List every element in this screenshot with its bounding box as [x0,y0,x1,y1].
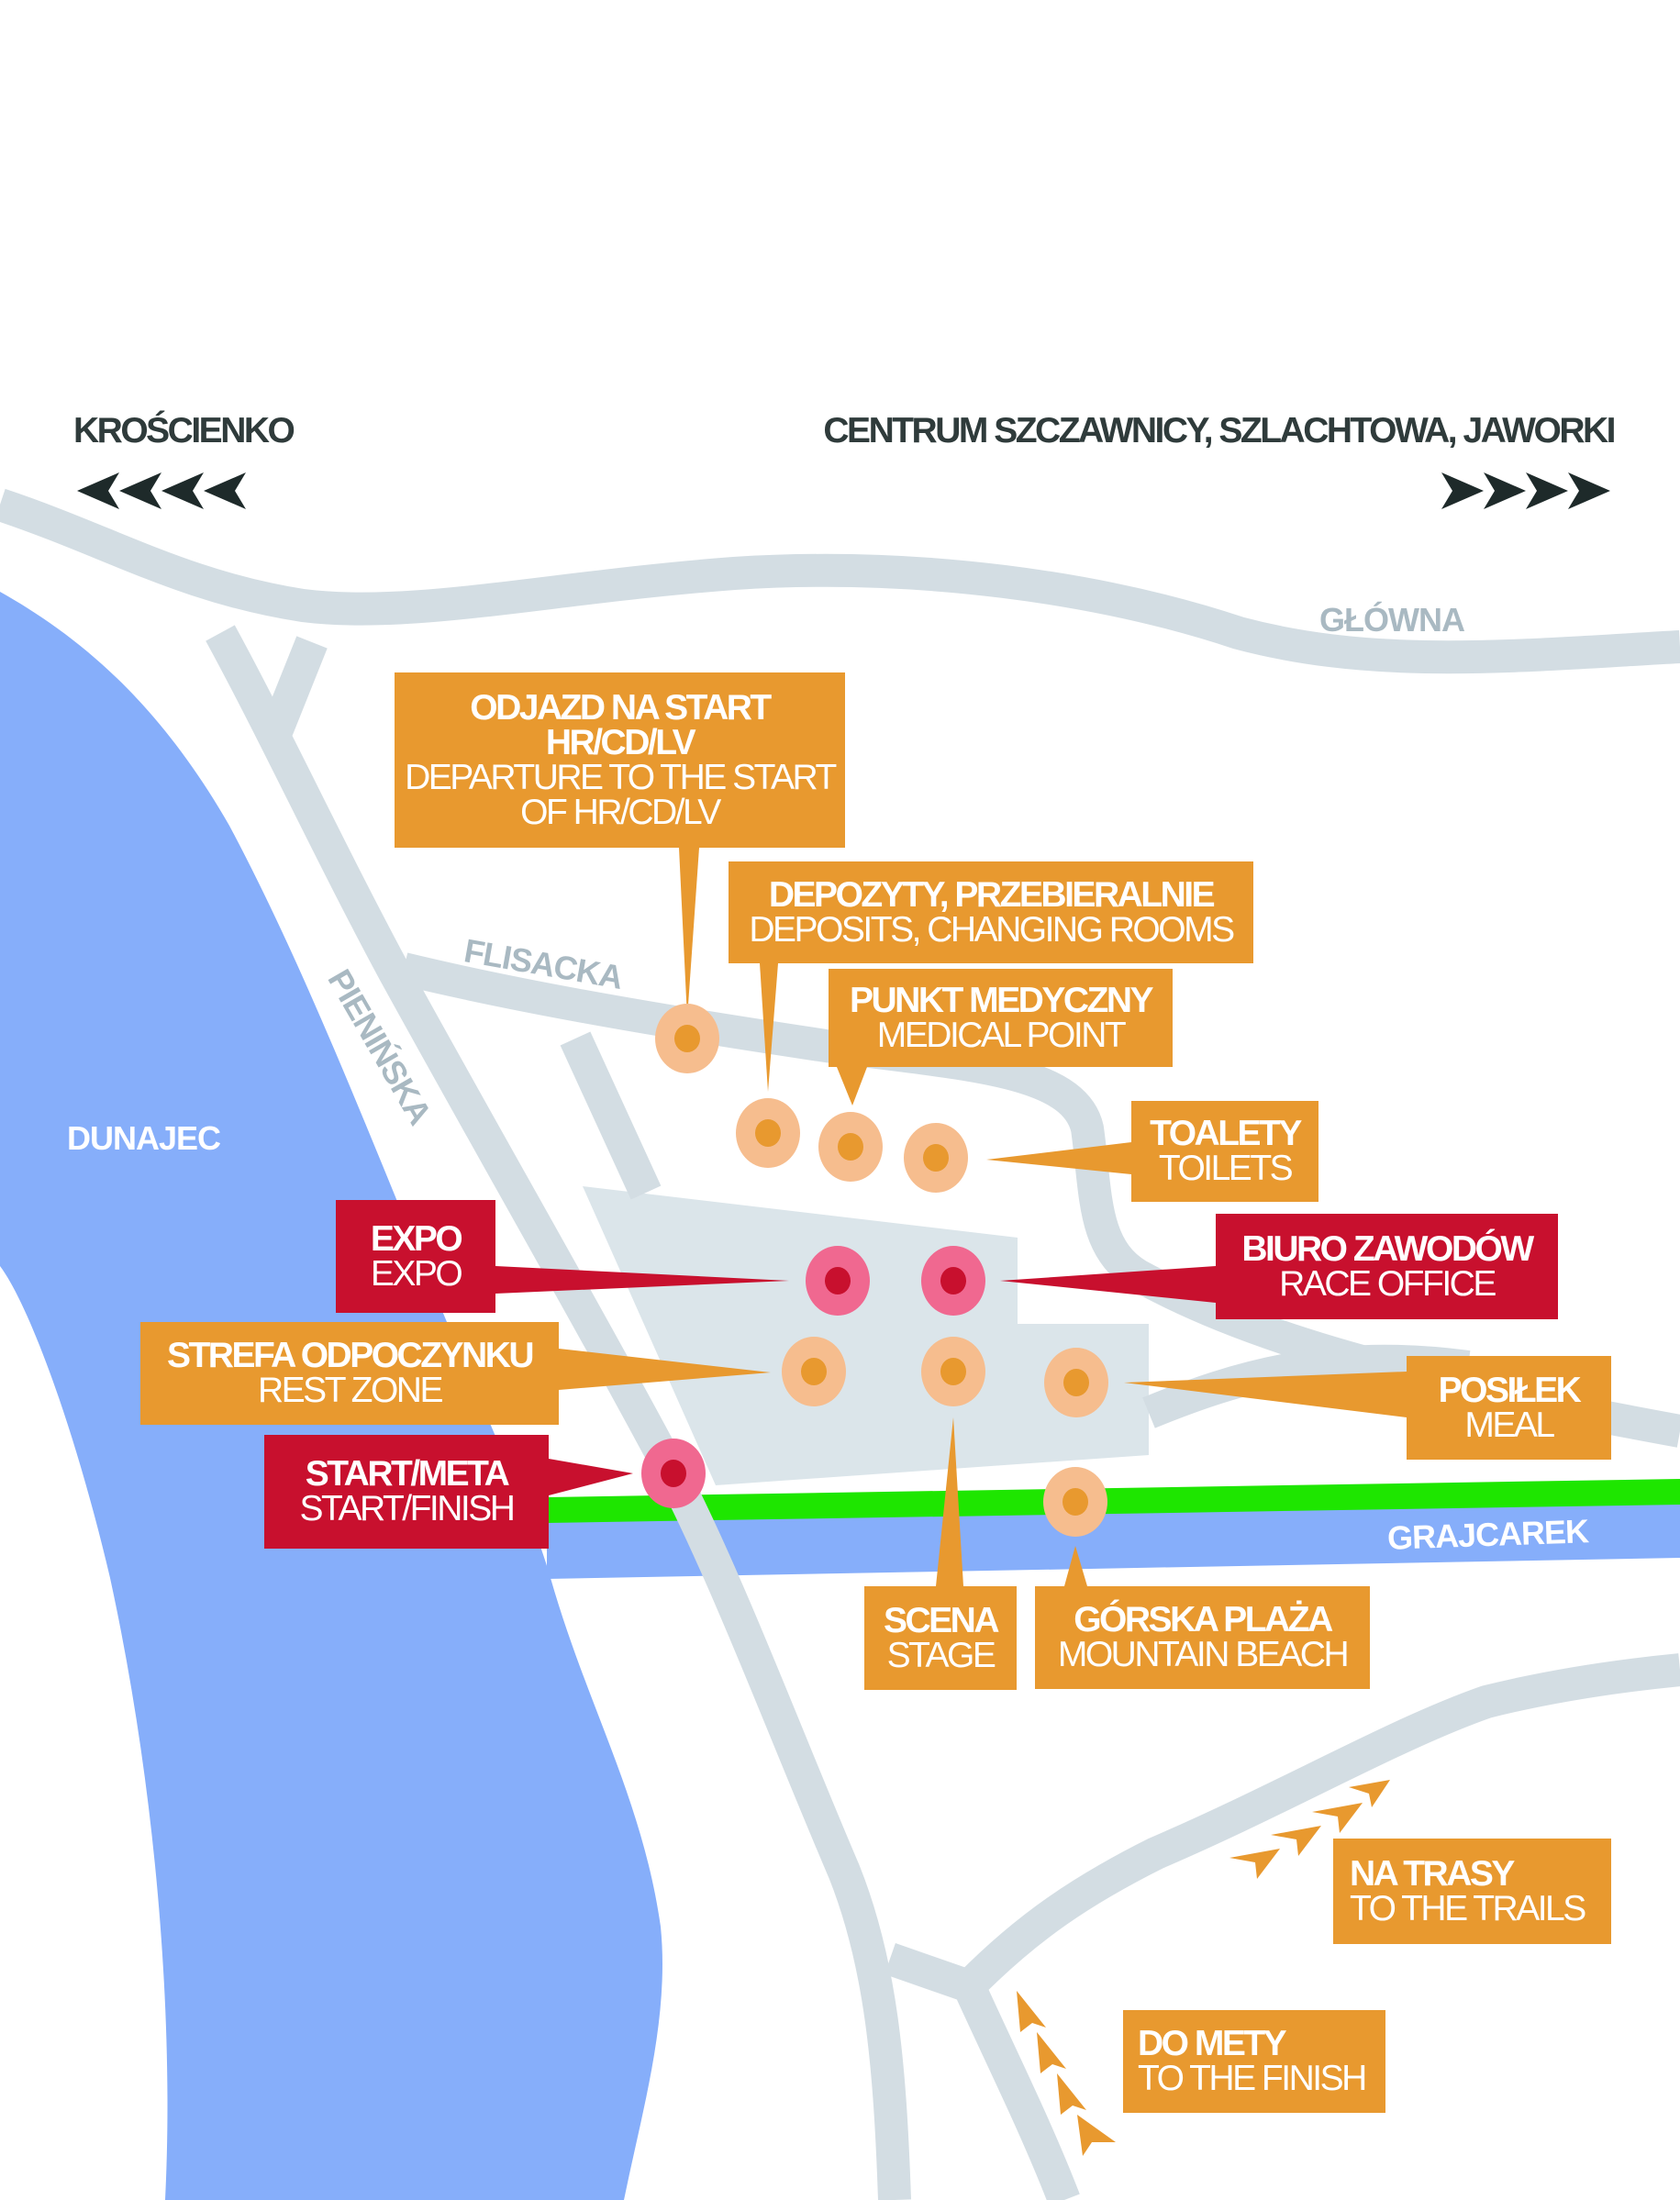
label-en: MEAL [1464,1405,1555,1445]
green-finish-strip [547,1479,1680,1523]
marker-rest[interactable] [782,1337,846,1406]
road-glowna [0,488,1680,674]
pointer-medical [837,1067,867,1106]
label-en: DEPARTURE TO THE START [405,757,837,797]
label-en: STAGE [886,1635,996,1675]
marker-medical[interactable] [818,1112,883,1182]
trails-arrows-icon [1229,1780,1390,1879]
label-pl: EXPO [370,1218,463,1259]
road-access [560,1031,662,1200]
marker-beach[interactable] [1043,1467,1107,1537]
pointer-deposits [760,963,778,1092]
pointer-rest [559,1349,771,1390]
marker-expo[interactable] [806,1246,870,1316]
label-en: REST ZONE [258,1371,443,1410]
label-pl: POSIŁEK [1438,1370,1582,1410]
label-pl: NA TRASY [1350,1853,1515,1894]
label-en: RACE OFFICE [1279,1263,1496,1304]
orange-markers [655,1004,1108,1537]
pointer-expo [495,1266,789,1294]
marker-start[interactable] [641,1439,706,1508]
label-pl: DEPOZYTY, PRZEBIERALNIE [768,874,1216,915]
label-pl: GÓRSKA PLAŻA [1074,1600,1333,1639]
label-pl: BIURO ZAWODÓW [1241,1228,1534,1269]
label-en: MOUNTAIN BEACH [1057,1635,1350,1674]
pointer-beach [1064,1546,1087,1586]
label-pl: SCENA [883,1600,1000,1640]
road-lower-east [885,1653,1680,2003]
pointer-start [549,1459,633,1495]
pointer-departure [679,848,699,1018]
left-arrows-icon [77,472,246,509]
marker-meal[interactable] [1044,1348,1108,1417]
street-glowna: GŁÓWNA [1319,601,1465,639]
right-destination: CENTRUM SZCZAWNICY, SZLACHTOWA, JAWORKI [823,411,1616,450]
label-pl: HR/CD/LV [545,722,696,762]
marker-toilets[interactable] [904,1123,968,1193]
event-area [583,1186,1149,1485]
pointer-toilets [986,1142,1131,1174]
marker-departure[interactable] [655,1004,719,1073]
marker-deposits[interactable] [736,1098,800,1168]
label-en: START/FINISH [299,1489,516,1528]
stream-label: GRAJCAREK [1386,1512,1589,1557]
right-arrows-icon [1441,472,1610,509]
left-destination: KROŚCIENKO [73,411,295,450]
label-en: MEDICAL POINT [876,1015,1127,1055]
pointer-stage [936,1417,963,1586]
label-pl: ODJAZD NA START [470,687,772,728]
pointer-race-office [1000,1266,1216,1303]
finish-arrows-icon [1017,1991,1116,2156]
road-flisacka [399,952,1680,1448]
river-label: DUNAJEC [67,1119,221,1157]
red-markers [641,1246,985,1508]
label-en: EXPO [370,1253,463,1294]
label-en: TO THE FINISH [1138,2059,1367,2098]
label-en: TOILETS [1158,1149,1294,1188]
road-lower-south [953,1979,1080,2200]
label-pl: TOALETY [1150,1114,1302,1153]
label-pl: PUNKT MEDYCZNY [849,980,1154,1020]
label-pl: START/META [305,1454,510,1494]
label-pl: STREFA ODPOCZYNKU [166,1336,535,1375]
marker-stage[interactable] [921,1337,985,1406]
label-en: TO THE TRAILS [1350,1888,1586,1928]
road-fork [260,636,328,740]
label-en: DEPOSITS, CHANGING ROOMS [749,909,1235,950]
pointer-meal [1124,1372,1407,1417]
marker-race-office[interactable] [921,1246,985,1316]
label-en: OF HR/CD/LV [520,792,721,832]
label-pl: DO METY [1138,2024,1287,2063]
